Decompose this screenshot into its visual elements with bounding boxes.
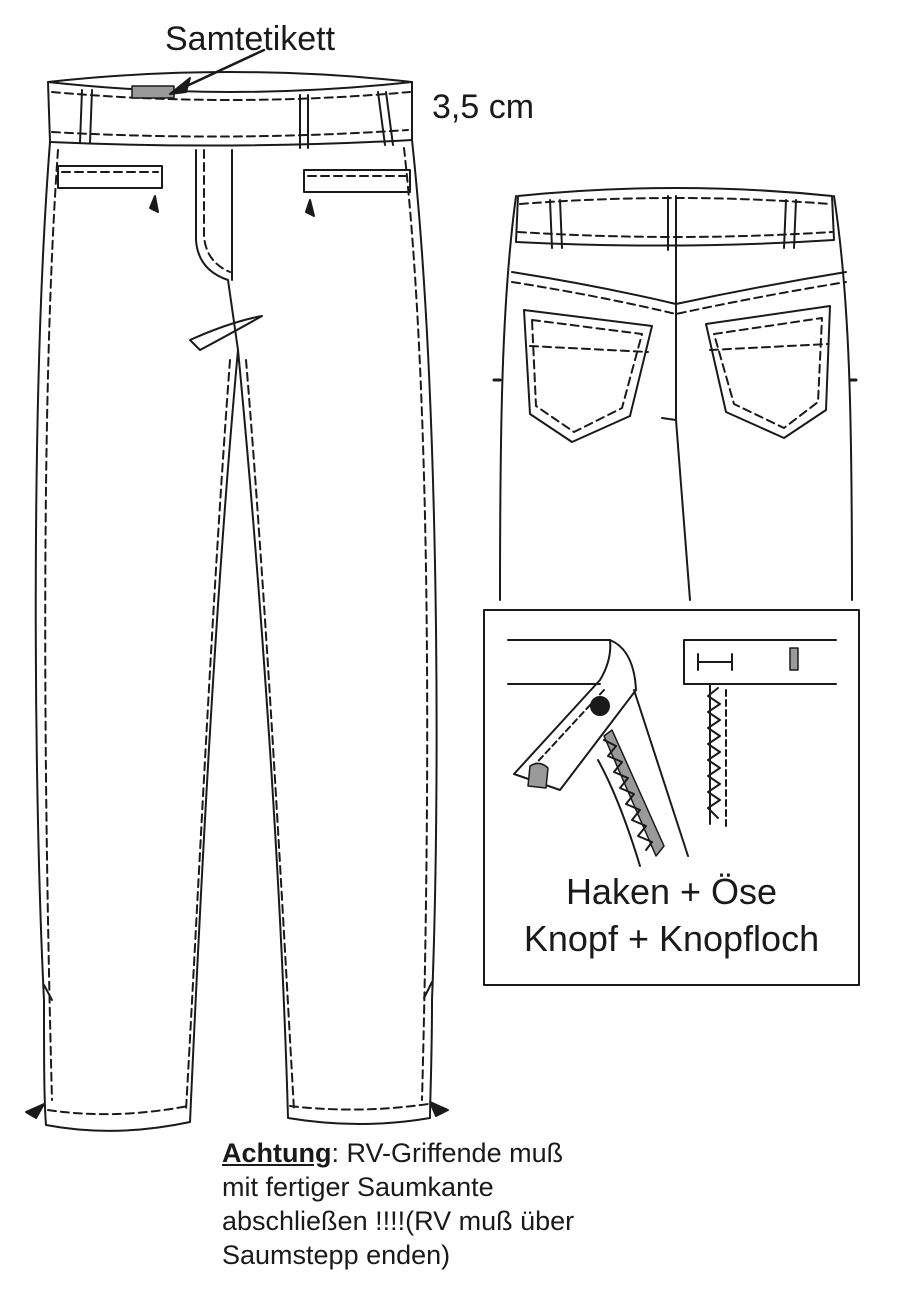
closure-detail-box [483,609,860,986]
velvet-label-callout: Samtetikett [165,20,336,58]
zipper-teeth-right [707,687,721,819]
back-pocket-right [705,305,831,439]
zipper-teeth-left [603,739,653,851]
note-line3: abschließen !!!!(RV muß über [222,1206,575,1236]
velvet-label-patch [131,85,175,99]
zipper-note: Achtung: RV-Griffende muß mit fertiger S… [222,1136,574,1272]
hook-and-eye [697,653,733,671]
note-line2: mit fertiger Saumkante [222,1172,494,1202]
front-waistband [47,71,413,147]
detail-caption-line2: Knopf + Knopfloch [523,918,820,959]
back-pocket-left [523,309,653,443]
front-pocket-left [57,165,163,189]
belt-loop [299,94,309,149]
waistband-width-callout: 3,5 cm [432,88,535,126]
back-outline [499,195,853,601]
front-left-leg-outline [34,141,239,1132]
detail-caption: Haken + Öse Knopf + Knopfloch [484,868,859,962]
note-heading: Achtung [222,1138,332,1168]
belt-loop [667,195,677,251]
label-arrow [176,48,266,92]
front-fly [195,149,239,351]
belt-loop [79,89,93,144]
detail-caption-line1: Haken + Öse [565,871,778,912]
button [590,696,610,716]
velvet-label-patch-detail [789,647,799,671]
belt-loop [549,199,563,249]
back-waistband [515,187,835,247]
front-pocket-right [303,169,411,193]
front-right-leg-outline [237,139,438,1125]
front-view-trousers [25,48,449,1132]
note-line4: Saumstepp enden) [222,1240,451,1270]
note-line1: Achtung: RV-Griffende muß [222,1136,574,1170]
back-view-trousers [492,187,858,601]
belt-loop [377,91,394,146]
belt-loop [783,199,797,249]
button-hole-patch [527,762,549,789]
note-line1-rest: : RV-Griffende muß [331,1138,564,1168]
